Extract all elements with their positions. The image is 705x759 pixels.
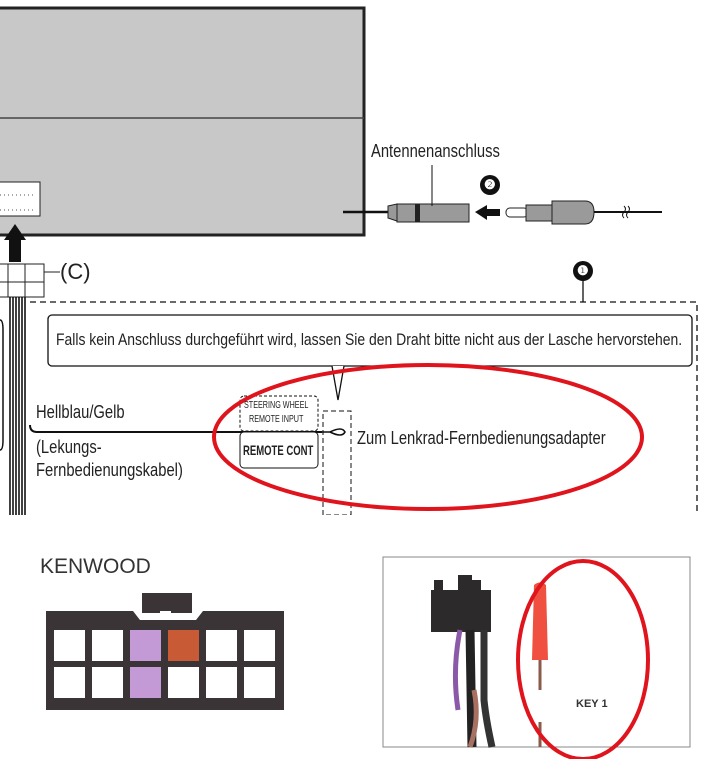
adapter-label: Zum Lenkrad-Fernbedienungsadapter bbox=[357, 428, 606, 448]
steering-wheel-input-box bbox=[239, 395, 319, 432]
remote-cont-label: REMOTE CONT bbox=[243, 442, 314, 458]
pin bbox=[92, 630, 123, 661]
pin bbox=[168, 630, 199, 661]
highlight-ellipse bbox=[212, 363, 644, 511]
brand-label: KENWOOD bbox=[40, 555, 151, 578]
dashed-region bbox=[30, 301, 698, 515]
pin bbox=[244, 630, 275, 661]
wire-color-label: Hellblau/Gelb bbox=[36, 402, 125, 422]
wire-loop bbox=[318, 428, 346, 436]
antenna-label: Antennenanschluss bbox=[371, 141, 500, 161]
remote-cont-box bbox=[239, 431, 319, 469]
insert-arrow-icon bbox=[4, 224, 26, 262]
wire-desc-line1: (Lekungs- bbox=[36, 437, 102, 457]
wire-bundle bbox=[9, 297, 26, 515]
marker-1-icon bbox=[573, 261, 593, 281]
connect-arrow-icon bbox=[475, 205, 500, 220]
pin bbox=[168, 667, 199, 698]
connector-c bbox=[0, 263, 60, 298]
pin-grid bbox=[54, 630, 275, 698]
pin bbox=[54, 630, 85, 661]
steering-input-line1: STEERING WHEEL bbox=[244, 400, 309, 411]
pin bbox=[130, 667, 161, 698]
pin bbox=[130, 630, 161, 661]
marker-2-label: ❷ bbox=[484, 177, 496, 192]
key1-label: KEY 1 bbox=[576, 698, 608, 710]
pin bbox=[92, 667, 123, 698]
marker-2-icon bbox=[480, 175, 500, 195]
connector-c-label: (C) bbox=[60, 259, 91, 284]
note-text: Falls kein Anschluss durchgeführt wird, … bbox=[56, 330, 683, 349]
antenna-connector bbox=[343, 165, 662, 225]
pin bbox=[206, 667, 237, 698]
marker-1-label: ❶ bbox=[577, 263, 589, 278]
pin bbox=[244, 667, 275, 698]
head-unit bbox=[0, 6, 366, 237]
photo-highlight-ellipse bbox=[516, 559, 650, 759]
pin bbox=[206, 630, 237, 661]
steering-input-line2: REMOTE INPUT bbox=[249, 414, 304, 425]
wire-desc-line2: Fernbedienungskabel) bbox=[36, 460, 183, 480]
unit-connector bbox=[0, 181, 41, 217]
pin bbox=[54, 667, 85, 698]
harness-photo bbox=[431, 575, 548, 748]
